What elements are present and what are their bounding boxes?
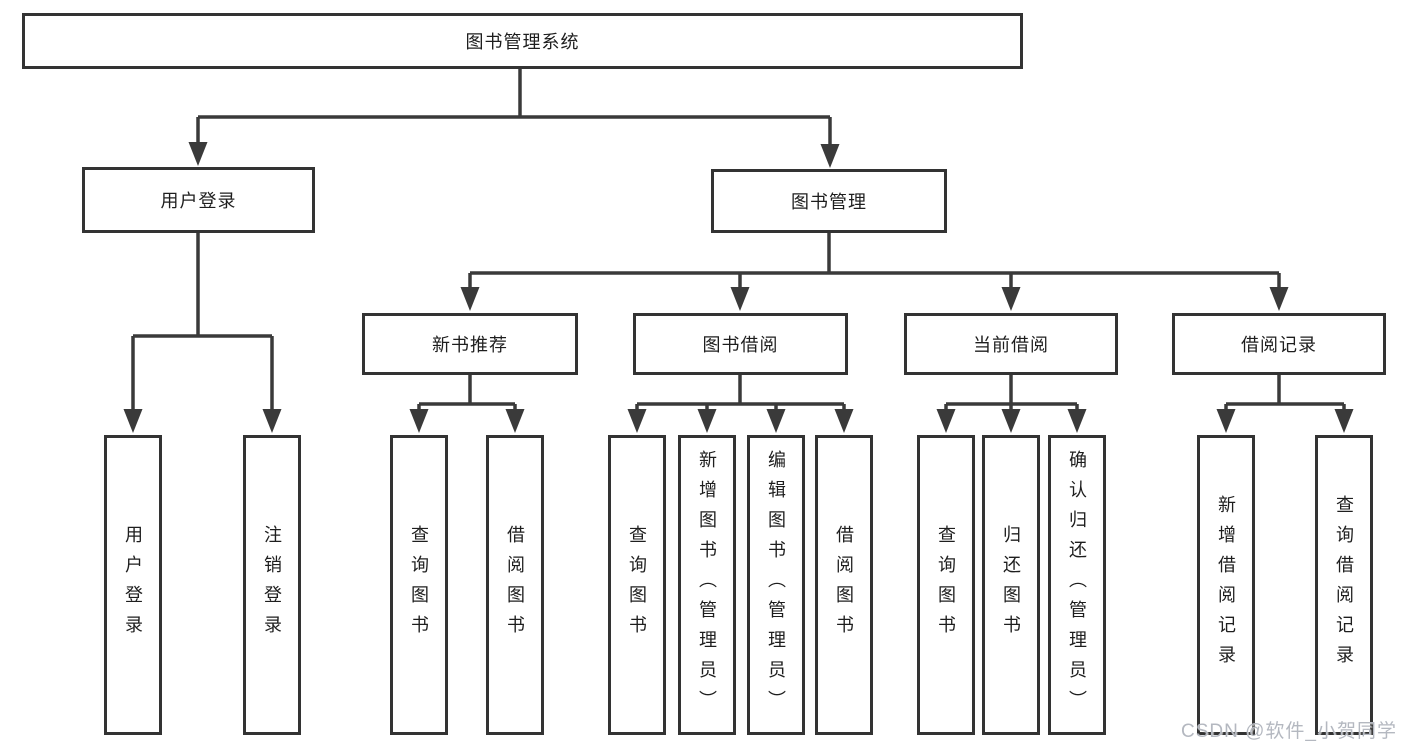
node-borrow-records-label: 借阅记录	[1241, 335, 1317, 355]
leaf-records-add-record-label: 新增借阅记录	[1216, 495, 1236, 675]
leaf-borrow-borrow-books-label: 借阅图书	[834, 525, 854, 645]
leaf-current-confirm-return-admin-label: 确认归还（管理员）	[1067, 450, 1087, 720]
csdn-watermark: CSDN @软件_小贺同学	[1181, 721, 1397, 742]
leaf-borrow-edit-books-admin-label: 编辑图书（管理员）	[766, 450, 786, 720]
leaf-logout: 注销登录	[243, 435, 301, 735]
leaf-borrow-borrow-books: 借阅图书	[815, 435, 873, 735]
node-root-system: 图书管理系统	[22, 13, 1023, 69]
leaf-recommend-query-books-label: 查询图书	[409, 525, 429, 645]
node-current-borrow: 当前借阅	[904, 313, 1118, 375]
node-user-login-label: 用户登录	[160, 191, 237, 211]
leaf-records-query-record: 查询借阅记录	[1315, 435, 1373, 735]
node-user-login: 用户登录	[82, 167, 315, 233]
leaf-borrow-query-books-label: 查询图书	[627, 525, 647, 645]
node-new-book-recommend-label: 新书推荐	[432, 335, 508, 355]
node-book-borrow-label: 图书借阅	[702, 335, 779, 355]
leaf-records-query-record-label: 查询借阅记录	[1334, 495, 1354, 675]
leaf-current-query-books-label: 查询图书	[936, 525, 956, 645]
node-borrow-records: 借阅记录	[1172, 313, 1386, 375]
node-book-management: 图书管理	[711, 169, 947, 233]
leaf-borrow-query-books: 查询图书	[608, 435, 666, 735]
node-root-system-label: 图书管理系统	[465, 32, 580, 52]
node-current-borrow-label: 当前借阅	[973, 335, 1049, 355]
leaf-user-login-label: 用户登录	[123, 525, 143, 645]
leaf-recommend-query-books: 查询图书	[390, 435, 448, 735]
leaf-recommend-borrow-books-label: 借阅图书	[505, 525, 525, 645]
leaf-records-add-record: 新增借阅记录	[1197, 435, 1255, 735]
leaf-logout-label: 注销登录	[262, 525, 282, 645]
leaf-current-return-books-label: 归还图书	[1001, 525, 1021, 645]
leaf-borrow-edit-books-admin: 编辑图书（管理员）	[747, 435, 805, 735]
node-new-book-recommend: 新书推荐	[362, 313, 578, 375]
leaf-current-return-books: 归还图书	[982, 435, 1040, 735]
leaf-current-confirm-return-admin: 确认归还（管理员）	[1048, 435, 1106, 735]
leaf-recommend-borrow-books: 借阅图书	[486, 435, 544, 735]
leaf-user-login: 用户登录	[104, 435, 162, 735]
leaf-current-query-books: 查询图书	[917, 435, 975, 735]
node-book-management-label: 图书管理	[791, 192, 867, 212]
leaf-borrow-add-books-admin: 新增图书（管理员）	[678, 435, 736, 735]
leaf-borrow-add-books-admin-label: 新增图书（管理员）	[697, 450, 717, 720]
node-book-borrow: 图书借阅	[633, 313, 848, 375]
